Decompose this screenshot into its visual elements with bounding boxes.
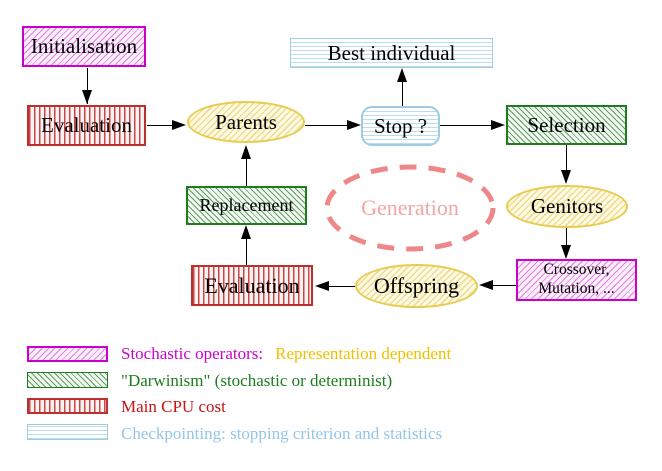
- arrow-stop-to-best: [402, 72, 403, 106]
- legend-label-darwinism: "Darwinism" (stochastic or determinist): [121, 371, 393, 390]
- arrowhead-right-icon: [347, 120, 361, 130]
- crossover-line1: Crossover,: [543, 261, 610, 279]
- arrowhead-up-icon: [241, 145, 251, 159]
- arrow-offspring-to-evaluation: [327, 286, 355, 287]
- arrowhead-up-icon: [397, 68, 407, 82]
- node-best-individual: Best individual: [290, 38, 493, 68]
- node-replacement: Replacement: [186, 186, 307, 225]
- node-initialisation: Initialisation: [22, 26, 146, 67]
- node-evaluation-top: Evaluation: [27, 105, 146, 146]
- legend-swatch-checkpointing: [27, 424, 108, 440]
- arrow-evaluation-to-replacement: [246, 237, 247, 265]
- node-evaluation-bottom: Evaluation: [191, 265, 313, 306]
- arrowhead-right-icon: [172, 120, 186, 130]
- node-selection: Selection: [506, 105, 627, 145]
- legend-label-stochastic-operators: Stochastic operators: Representation depe…: [121, 344, 451, 364]
- arrow-selection-to-genitors: [566, 145, 567, 173]
- arrow-init-to-evaluation: [87, 68, 88, 104]
- arrowhead-down-icon: [561, 170, 571, 184]
- legend-label-checkpointing: Checkpointing: stopping criterion and st…: [121, 424, 443, 443]
- node-genitors: Genitors: [506, 185, 628, 228]
- node-generation: Generation: [323, 163, 497, 253]
- arrowhead-down-icon: [561, 245, 571, 259]
- node-stop: Stop ?: [361, 106, 440, 146]
- node-parents: Parents: [187, 101, 305, 143]
- legend-swatch-stochastic-operators: [27, 346, 108, 362]
- crossover-line2: Mutation, ...: [538, 280, 615, 297]
- arrow-evaluation-to-parents: [147, 125, 177, 126]
- arrowhead-left-icon: [479, 280, 493, 290]
- arrowhead-down-icon: [82, 90, 92, 104]
- generation-dashed-ellipse: [324, 164, 496, 252]
- arrow-stop-to-selection: [440, 125, 493, 126]
- generation-label: Generation: [361, 195, 459, 220]
- node-crossover-mutation: Crossover, Mutation, ...: [516, 259, 637, 301]
- node-offspring: Offspring: [355, 264, 478, 308]
- arrowhead-right-icon: [491, 120, 505, 130]
- legend-label-stochastic-part1: Stochastic operators:: [121, 344, 264, 363]
- legend-label-stochastic-part2: Representation dependent: [275, 344, 452, 363]
- arrowhead-left-icon: [315, 281, 329, 291]
- legend-swatch-main-cpu-cost: [27, 398, 108, 414]
- arrow-crossover-to-offspring: [491, 285, 516, 286]
- arrow-parents-to-stop: [305, 125, 349, 126]
- legend-swatch-darwinism: [27, 372, 108, 388]
- legend-label-main-cpu-cost: Main CPU cost: [121, 397, 226, 416]
- arrowhead-up-icon: [241, 225, 251, 239]
- arrow-replacement-to-parents: [246, 157, 247, 186]
- arrow-genitors-to-crossover: [566, 228, 567, 247]
